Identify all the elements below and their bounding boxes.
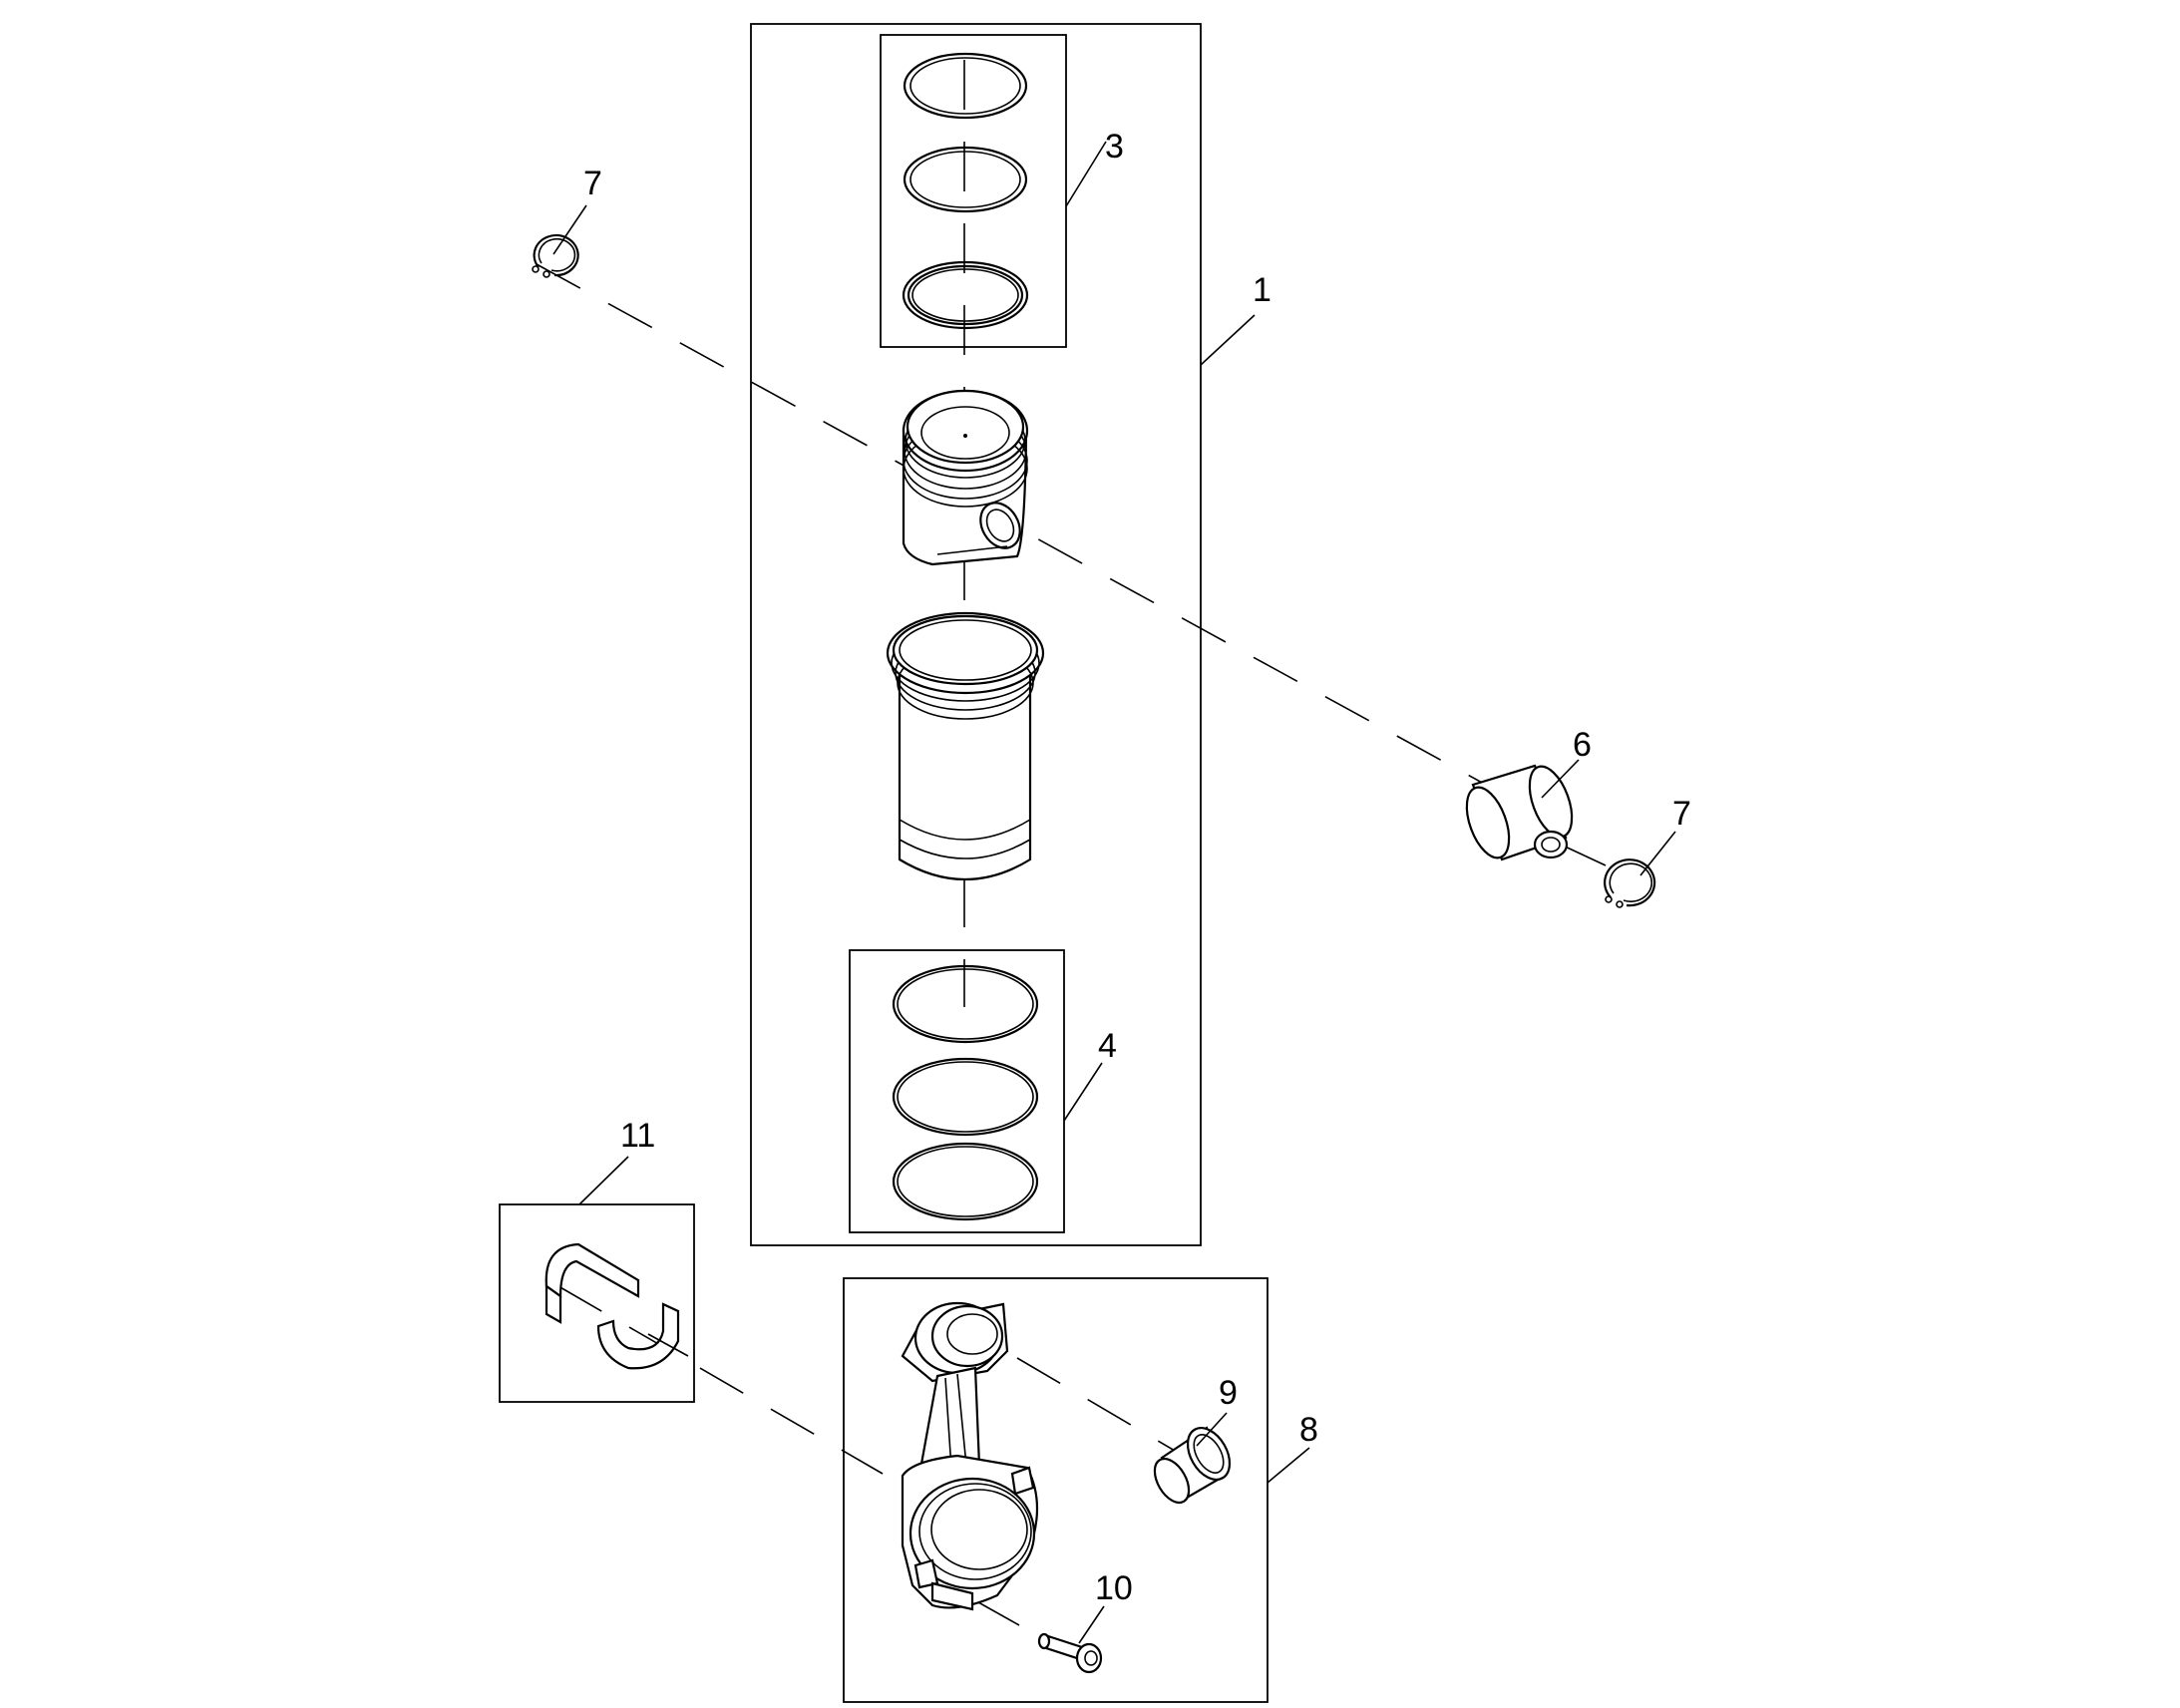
- callout-6: 6: [1573, 726, 1592, 764]
- bearing-box-11: [499, 1203, 695, 1403]
- ring-set-box-3: [880, 34, 1067, 348]
- leader-lines: [552, 141, 1676, 1644]
- callout-1: 1: [1253, 271, 1272, 309]
- bearing-shells-11: [545, 1242, 689, 1370]
- rod-bolt-10: [1037, 1632, 1103, 1674]
- callout-9: 9: [1219, 1374, 1238, 1412]
- piston-pin-6: [1465, 764, 1574, 861]
- callout-7-right: 7: [1672, 795, 1691, 833]
- piston-ring-set-3: [902, 52, 1029, 330]
- callout-7-left: 7: [583, 165, 602, 202]
- callout-11: 11: [620, 1117, 655, 1155]
- bushing-9: [1153, 1426, 1232, 1505]
- snap-ring-7-left: [532, 233, 579, 278]
- piston: [902, 389, 1029, 566]
- seal-ring-set-4: [892, 964, 1039, 1221]
- axis-pin-line-end: [1560, 844, 1607, 866]
- callout-10: 10: [1095, 1569, 1133, 1607]
- cylinder-liner: [886, 611, 1045, 880]
- callout-4: 4: [1098, 1027, 1117, 1065]
- conrod-box-8: [843, 1277, 1269, 1703]
- ring-set-box-4: [849, 949, 1065, 1233]
- axis-bearing-line: [557, 1285, 884, 1475]
- callout-8: 8: [1299, 1411, 1318, 1449]
- axis-bushing-line: [1016, 1357, 1188, 1459]
- kit-box-1: [750, 23, 1202, 1246]
- snap-ring-7-right: [1604, 858, 1656, 908]
- axis-pin-line: [536, 263, 1507, 797]
- connecting-rod-8: [901, 1301, 1039, 1611]
- callout-3: 3: [1105, 128, 1124, 166]
